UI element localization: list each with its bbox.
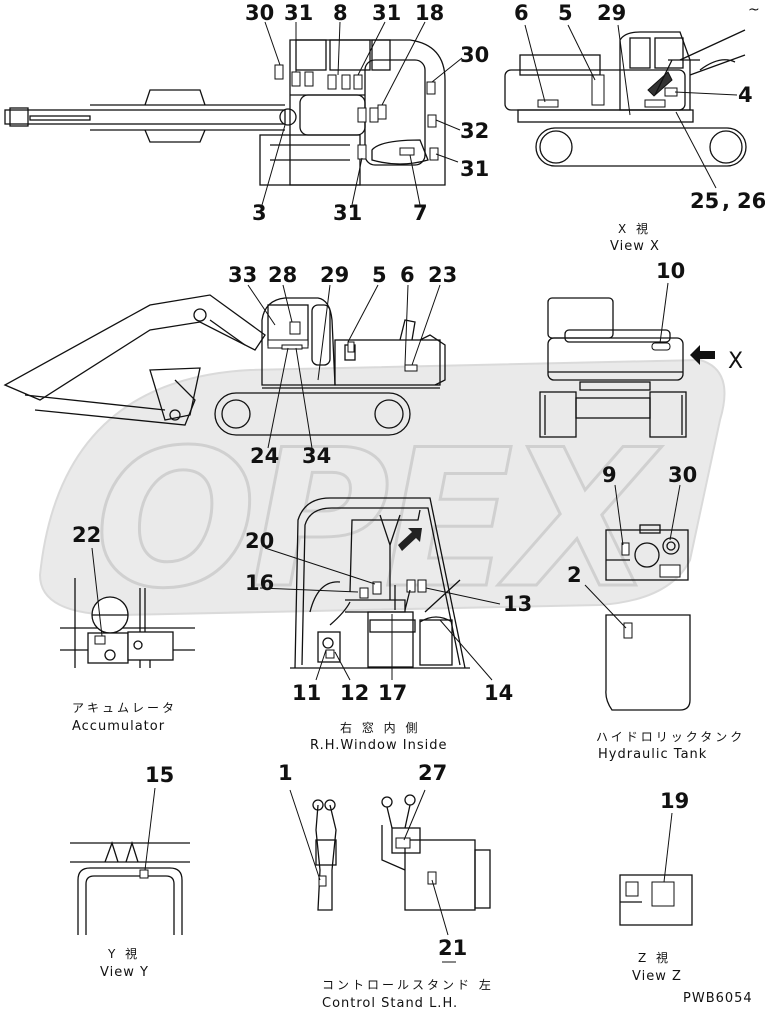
callout-label: 27 xyxy=(418,761,447,785)
callout-label: 10 xyxy=(656,259,685,283)
callout-label: 28 xyxy=(268,263,297,287)
callout-label: 7 xyxy=(413,201,428,225)
callout-label: 12 xyxy=(340,681,369,705)
callout-label: 18 xyxy=(415,1,444,25)
window-drawing xyxy=(259,497,501,681)
window-caption-en: R.H.Window Inside xyxy=(310,738,447,753)
window-labels: 20 16 13 11 12 17 14 右 窓 内 側 R.H.Window … xyxy=(245,529,532,753)
view-x-drawing xyxy=(504,24,747,189)
view-x-labels: 6 5 29 4 25 , 26 X 視 View X xyxy=(514,1,765,254)
watermark-logo: OPEX xyxy=(38,358,726,632)
callout-label: 24 xyxy=(250,444,279,468)
view-y-drawing xyxy=(70,787,190,935)
callout-label: 17 xyxy=(378,681,407,705)
accumulator-drawing xyxy=(60,547,195,668)
callout-label: 25 xyxy=(690,189,719,213)
top-view-drawing xyxy=(4,21,463,206)
callout-label: 31 xyxy=(284,1,313,25)
callout-label: 34 xyxy=(302,444,331,468)
callout-label: 22 xyxy=(72,523,101,547)
callout-label: 5 xyxy=(372,263,387,287)
corner-mark: ~ xyxy=(748,2,760,18)
callout-label: 16 xyxy=(245,571,274,595)
view-z-caption-jp: Z 視 xyxy=(638,950,671,965)
callout-label: 6 xyxy=(514,1,529,25)
callout-label: 14 xyxy=(484,681,513,705)
callout-label: 30 xyxy=(668,463,697,487)
callout-separator: , xyxy=(722,189,730,213)
callout-label: 29 xyxy=(597,1,626,25)
hydraulic-tank-caption-jp: ハイドロリックタンク xyxy=(596,730,745,744)
callout-label: 21 xyxy=(438,936,467,960)
view-y-caption-jp: Y 視 xyxy=(107,946,140,961)
callout-label: 13 xyxy=(503,592,532,616)
rear-view-arrow-letter: X xyxy=(728,349,743,374)
view-z-drawing xyxy=(619,812,693,926)
callout-label: 20 xyxy=(245,529,274,553)
rear-view-labels: 10 X xyxy=(656,259,743,374)
callout-label: 23 xyxy=(428,263,457,287)
hydraulic-tank-labels: 9 30 2 ハイドロリックタンク Hydraulic Tank xyxy=(567,463,745,762)
callout-label: 3 xyxy=(252,201,267,225)
callout-label: 6 xyxy=(400,263,415,287)
callout-label: 4 xyxy=(738,83,753,107)
control-stand-drawing xyxy=(289,789,491,936)
accumulator-labels: 22 アキュムレータ Accumulator xyxy=(72,523,177,734)
callout-label: 33 xyxy=(228,263,257,287)
control-stand-caption-en: Control Stand L.H. xyxy=(322,996,458,1011)
top-view-labels: 30 31 8 31 18 30 32 31 7 31 3 xyxy=(245,1,489,225)
accumulator-caption-en: Accumulator xyxy=(72,719,165,734)
callout-label: 15 xyxy=(145,763,174,787)
callout-label: 2 xyxy=(567,563,582,587)
view-x-caption-en: View X xyxy=(610,239,660,254)
view-z-labels: 19 Z 視 View Z xyxy=(632,789,689,984)
hydraulic-tank-caption-en: Hydraulic Tank xyxy=(598,747,707,762)
side-view-drawing xyxy=(3,284,446,449)
view-y-caption-en: View Y xyxy=(100,965,149,980)
rear-view-drawing xyxy=(539,282,715,438)
callout-label: 1 xyxy=(278,761,293,785)
callout-label: 32 xyxy=(460,119,489,143)
hydraulic-tank-drawing xyxy=(584,484,691,711)
control-stand-labels: 1 27 21 コントロールスタンド 左 Control Stand L.H. xyxy=(278,761,494,1011)
callout-label: 31 xyxy=(372,1,401,25)
window-caption-jp: 右 窓 内 側 xyxy=(340,720,420,735)
callout-label: 26 xyxy=(737,189,765,213)
accumulator-caption-jp: アキュムレータ xyxy=(72,701,177,715)
control-stand-caption-jp: コントロールスタンド 左 xyxy=(322,977,494,992)
drawing-code: PWB6054 xyxy=(683,991,753,1006)
callout-label: 11 xyxy=(292,681,321,705)
callout-label: 5 xyxy=(558,1,573,25)
view-x-caption-jp: X 視 xyxy=(618,221,651,236)
view-z-caption-en: View Z xyxy=(632,969,682,984)
callout-label: 29 xyxy=(320,263,349,287)
callout-label: 30 xyxy=(245,1,274,25)
callout-label: 19 xyxy=(660,789,689,813)
callout-label: 31 xyxy=(460,157,489,181)
side-view-labels: 33 28 29 5 6 23 24 34 xyxy=(228,263,457,468)
callout-label: 30 xyxy=(460,43,489,67)
callout-label: 9 xyxy=(602,463,617,487)
callout-label: 31 xyxy=(333,201,362,225)
callout-label: 8 xyxy=(333,1,348,25)
view-y-labels: 15 Y 視 View Y xyxy=(100,763,174,980)
